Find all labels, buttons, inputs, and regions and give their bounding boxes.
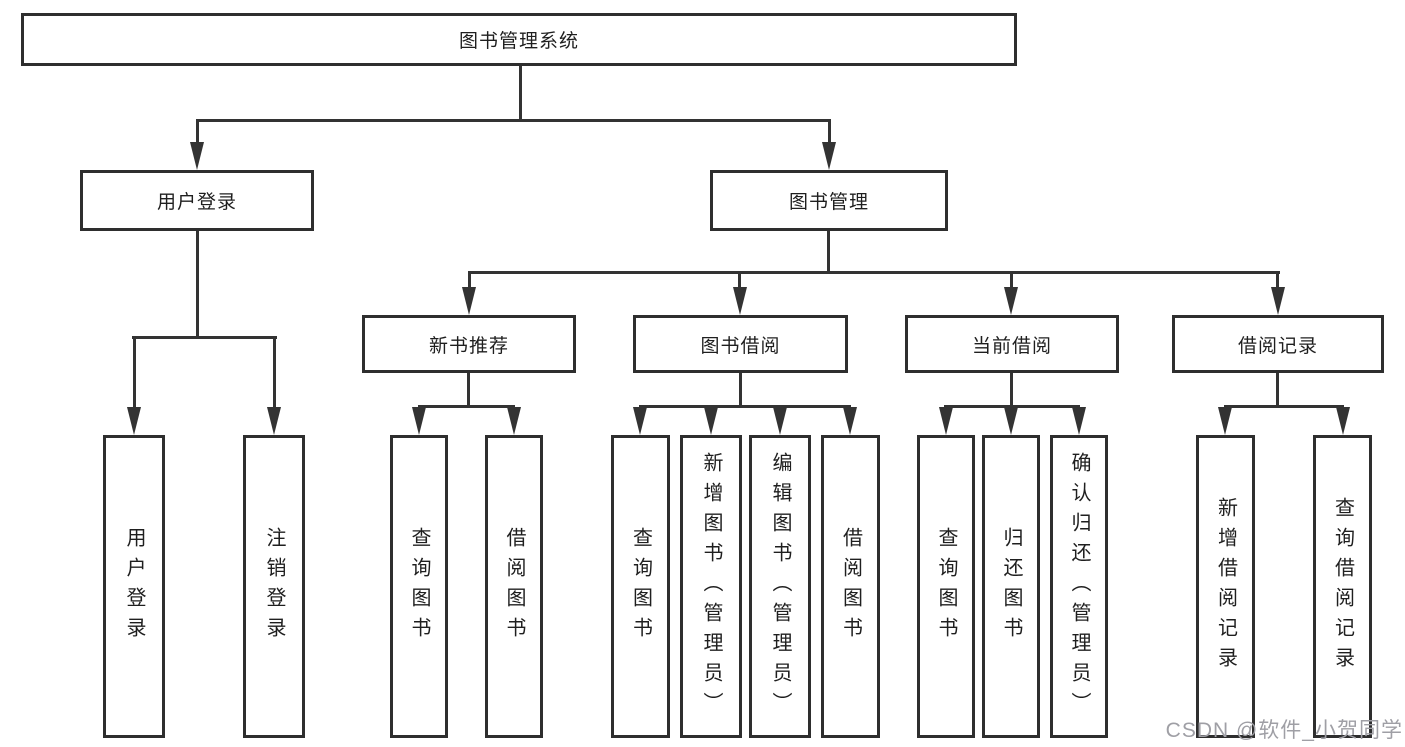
leaf-return-book: 归还图书 <box>982 435 1040 738</box>
leaf-label: 用户登录 <box>123 526 145 647</box>
node-book-borrow: 图书借阅 <box>633 315 848 373</box>
tree-connector <box>132 336 277 339</box>
tree-connector <box>273 336 276 409</box>
tree-connector <box>467 373 470 408</box>
leaf-confirm-return-admin: 确认归还（管理员） <box>1050 435 1108 738</box>
leaf-edit-book-admin: 编辑图书（管理员） <box>749 435 811 738</box>
leaf-borrow-books-1: 借阅图书 <box>485 435 543 738</box>
leaf-label: 确认归还（管理员） <box>1068 451 1090 722</box>
node-user-login-label: 用户登录 <box>156 192 237 213</box>
arrow-down-icon <box>1218 407 1232 435</box>
node-book-management-label: 图书管理 <box>788 192 869 213</box>
arrow-down-icon <box>1004 407 1018 435</box>
leaf-add-borrow-record: 新增借阅记录 <box>1196 435 1255 738</box>
leaf-label: 编辑图书（管理员） <box>769 451 791 722</box>
arrow-down-icon <box>1072 407 1086 435</box>
tree-connector <box>418 405 515 408</box>
tree-connector <box>827 231 830 274</box>
leaf-query-borrow-record: 查询借阅记录 <box>1313 435 1372 738</box>
leaf-label: 查询借阅记录 <box>1331 496 1354 677</box>
tree-connector <box>133 336 136 409</box>
node-root: 图书管理系统 <box>21 13 1017 66</box>
tree-connector <box>519 66 522 121</box>
leaf-label: 新增借阅记录 <box>1214 496 1237 677</box>
tree-connector <box>828 119 831 145</box>
arrow-down-icon <box>507 407 521 435</box>
arrow-down-icon <box>1271 287 1285 315</box>
tree-connector <box>196 119 831 122</box>
leaf-query-books-3: 查询图书 <box>917 435 975 738</box>
leaf-user-login: 用户登录 <box>103 435 165 738</box>
arrow-down-icon <box>412 407 426 435</box>
tree-connector <box>1010 271 1013 289</box>
tree-connector <box>1276 271 1279 289</box>
node-book-management: 图书管理 <box>710 170 948 231</box>
arrow-down-icon <box>190 142 204 170</box>
tree-connector <box>739 373 742 408</box>
leaf-query-books-1: 查询图书 <box>390 435 448 738</box>
arrow-down-icon <box>1004 287 1018 315</box>
arrow-down-icon <box>773 407 787 435</box>
node-current-borrow: 当前借阅 <box>905 315 1119 373</box>
tree-connector <box>468 271 471 289</box>
node-root-label: 图书管理系统 <box>458 31 579 52</box>
node-label: 图书借阅 <box>700 335 781 357</box>
leaf-label: 查询图书 <box>408 526 430 647</box>
leaf-label: 新增图书（管理员） <box>700 451 722 722</box>
leaf-query-books-2: 查询图书 <box>611 435 670 738</box>
tree-connector <box>196 231 199 339</box>
tree-connector <box>468 271 1280 274</box>
node-user-login: 用户登录 <box>80 170 314 231</box>
leaf-borrow-books-2: 借阅图书 <box>821 435 880 738</box>
csdn-watermark: CSDN @软件_小贺同学 <box>1165 719 1403 742</box>
leaf-label: 借阅图书 <box>503 526 525 647</box>
arrow-down-icon <box>1336 407 1350 435</box>
node-label: 借阅记录 <box>1237 335 1318 357</box>
tree-connector <box>738 271 741 289</box>
leaf-label: 查询图书 <box>629 526 652 647</box>
leaf-label: 借阅图书 <box>839 526 862 647</box>
node-new-book-recommend: 新书推荐 <box>362 315 576 373</box>
arrow-down-icon <box>822 142 836 170</box>
node-borrow-records: 借阅记录 <box>1172 315 1384 373</box>
arrow-down-icon <box>267 407 281 435</box>
leaf-logout: 注销登录 <box>243 435 305 738</box>
arrow-down-icon <box>843 407 857 435</box>
tree-connector <box>1010 373 1013 408</box>
arrow-down-icon <box>462 287 476 315</box>
leaf-label: 注销登录 <box>263 526 285 647</box>
node-label: 当前借阅 <box>971 335 1052 357</box>
node-label: 新书推荐 <box>428 335 509 357</box>
arrow-down-icon <box>939 407 953 435</box>
leaf-label: 归还图书 <box>1000 526 1022 647</box>
tree-connector <box>944 405 1080 408</box>
arrow-down-icon <box>633 407 647 435</box>
leaf-add-book-admin: 新增图书（管理员） <box>680 435 742 738</box>
tree-connector <box>196 119 199 145</box>
tree-connector <box>1276 373 1279 408</box>
arrow-down-icon <box>704 407 718 435</box>
tree-connector <box>1224 405 1344 408</box>
tree-connector <box>639 405 851 408</box>
arrow-down-icon <box>733 287 747 315</box>
leaf-label: 查询图书 <box>935 526 957 647</box>
arrow-down-icon <box>127 407 141 435</box>
